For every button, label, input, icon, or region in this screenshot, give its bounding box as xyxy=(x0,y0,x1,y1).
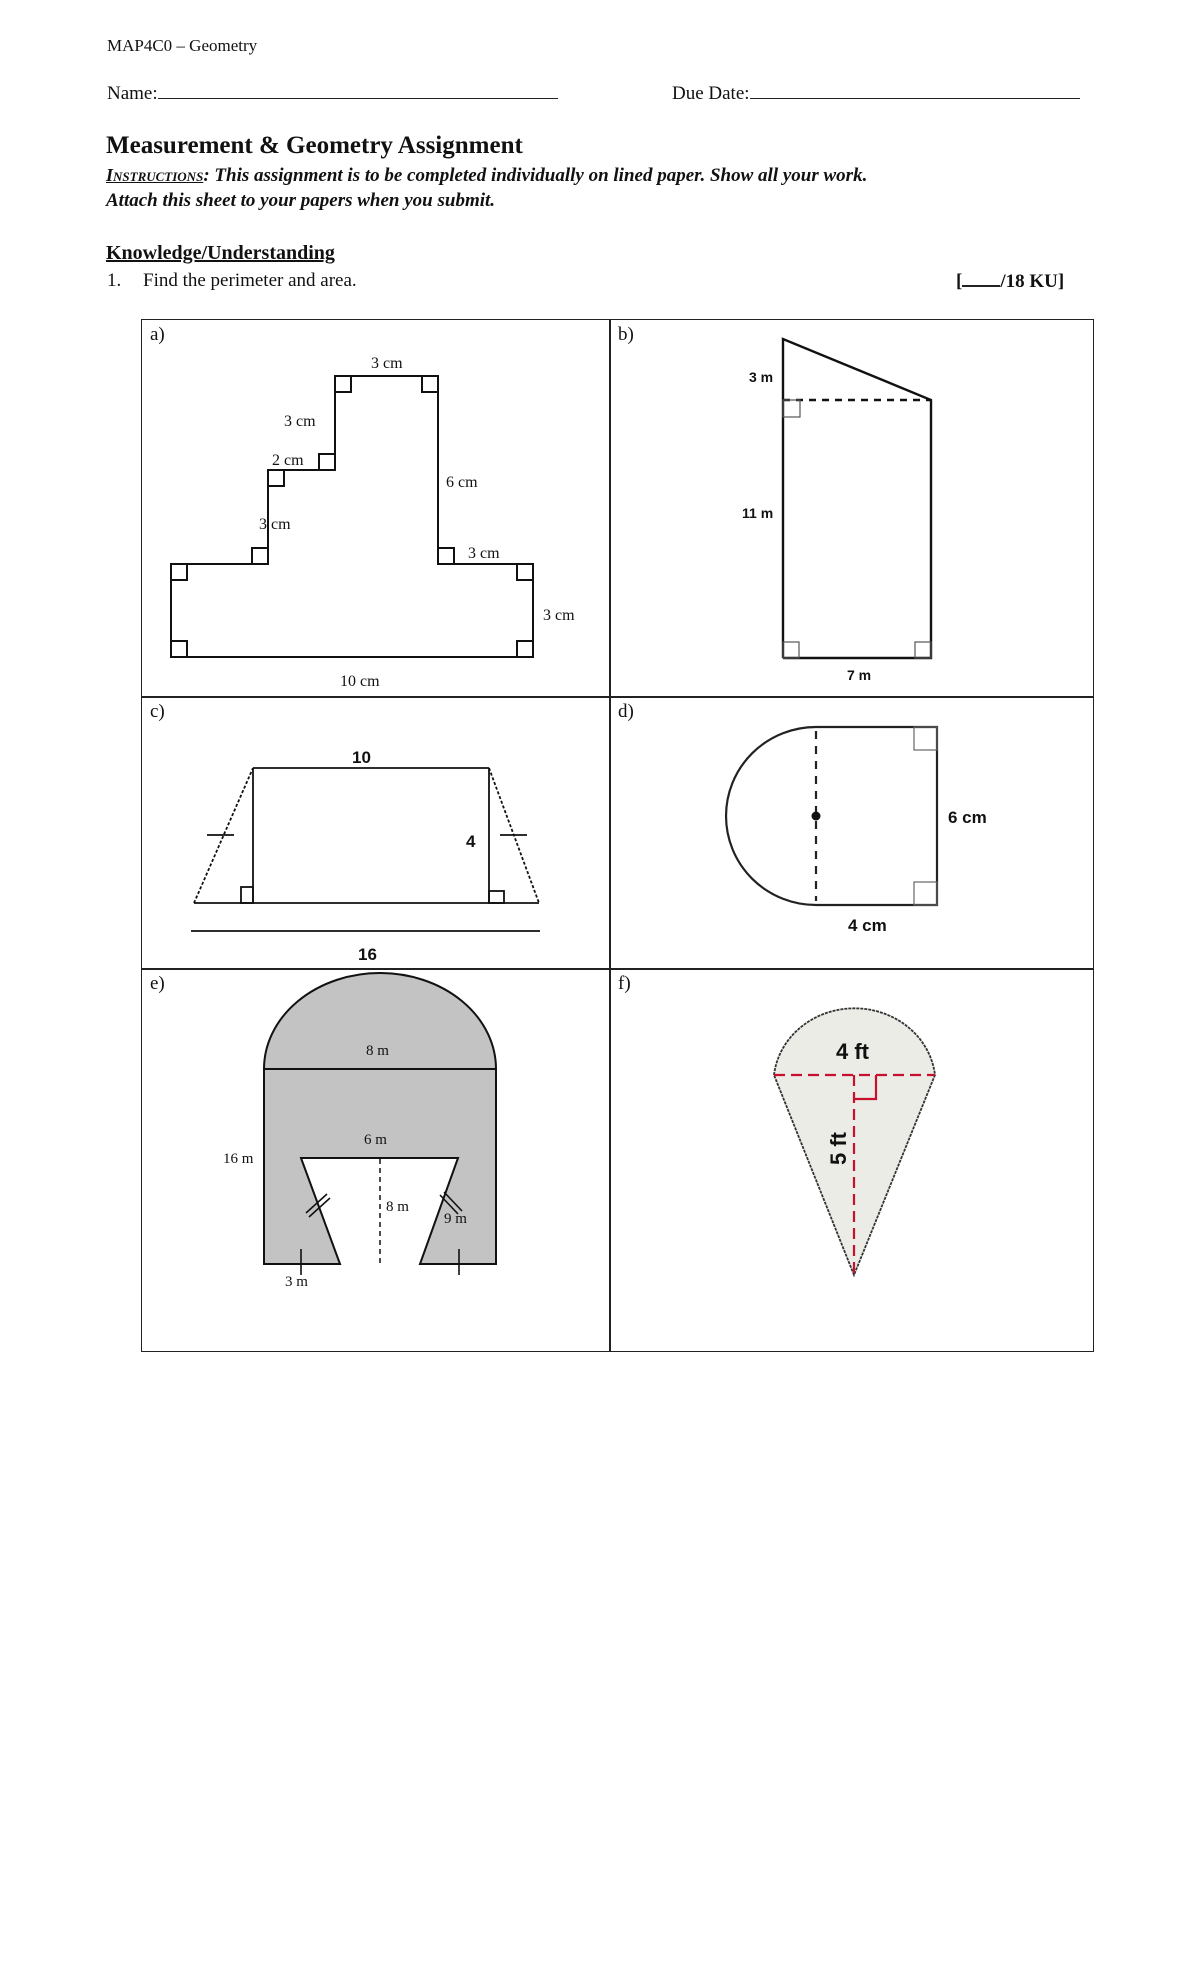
svg-text:3 cm: 3 cm xyxy=(259,516,291,533)
svg-text:4 cm: 4 cm xyxy=(848,916,887,935)
instructions-text-2: Attach this sheet to your papers when yo… xyxy=(106,190,496,211)
svg-text:6 m: 6 m xyxy=(364,1132,387,1148)
instructions: Instructions: This assignment is to be c… xyxy=(106,163,867,213)
svg-text:10: 10 xyxy=(352,748,371,767)
figure-b-shape: 3 m 11 m 7 m xyxy=(742,337,933,683)
page-title: Measurement & Geometry Assignment xyxy=(106,132,523,159)
instructions-label: Instructions xyxy=(106,165,204,185)
row-divider-1 xyxy=(142,696,1093,698)
marks-open-bracket: [ xyxy=(956,271,963,292)
instructions-text-1: : This assignment is to be completed ind… xyxy=(203,165,868,186)
svg-text:10 cm: 10 cm xyxy=(340,673,380,690)
svg-text:4 ft: 4 ft xyxy=(836,1039,870,1064)
figure-c-label: c) xyxy=(150,701,165,722)
figure-f-cell: f) 4 ft 5 ft xyxy=(610,969,1095,1353)
figure-c-cell: c) 10 4 16 xyxy=(142,697,609,969)
svg-text:16 m: 16 m xyxy=(223,1151,254,1167)
svg-text:8 m: 8 m xyxy=(386,1199,409,1215)
due-date-blank[interactable] xyxy=(749,81,1080,99)
svg-text:9 m: 9 m xyxy=(444,1211,467,1227)
figure-d-cell: d) 6 cm 4 cm xyxy=(610,697,1095,969)
svg-text:3 cm: 3 cm xyxy=(468,545,500,562)
svg-text:2 cm: 2 cm xyxy=(272,452,304,469)
course-header: MAP4C0 – Geometry xyxy=(107,36,258,55)
figure-d-label: d) xyxy=(618,701,634,722)
svg-text:3 cm: 3 cm xyxy=(284,413,316,430)
svg-text:8 m: 8 m xyxy=(366,1043,389,1059)
figure-b-cell: b) 3 m 11 m 7 m xyxy=(610,320,1095,697)
column-divider xyxy=(609,320,611,1351)
figure-a-cell: a) 3 cm 3 cm 2 cm 3 cm 6 c xyxy=(142,320,609,697)
svg-text:16: 16 xyxy=(358,945,377,964)
section-heading: Knowledge/Understanding xyxy=(106,242,335,264)
question-number: 1. xyxy=(107,270,122,291)
figure-b-label: b) xyxy=(618,324,634,345)
question-1: 1. Find the perimeter and area. xyxy=(107,270,357,292)
marks-total: /18 KU] xyxy=(1000,271,1065,292)
figure-d-shape: 6 cm 4 cm xyxy=(724,725,987,935)
figure-f-label: f) xyxy=(618,973,631,994)
figure-f-shape: 4 ft 5 ft xyxy=(773,1007,936,1278)
row-divider-2 xyxy=(142,968,1093,970)
figure-e-shape: 8 m 6 m 16 m 8 m 9 m 3 m xyxy=(223,972,497,1290)
figure-e-cell: e) 8 m 6 m 16 m 8 m 9 m 3 m xyxy=(142,969,609,1353)
dim-a-top: 3 cm xyxy=(371,355,403,372)
name-field[interactable]: Name: xyxy=(107,81,558,105)
svg-text:5 ft: 5 ft xyxy=(826,1131,851,1165)
figure-a-label: a) xyxy=(150,324,165,345)
marks-box: [ /18 KU] xyxy=(956,270,1064,293)
svg-text:3 m: 3 m xyxy=(285,1274,308,1290)
svg-text:7 m: 7 m xyxy=(847,667,871,683)
svg-text:6 cm: 6 cm xyxy=(948,808,987,827)
figure-e-label: e) xyxy=(150,973,165,994)
svg-text:3 cm: 3 cm xyxy=(543,607,575,624)
name-label: Name: xyxy=(107,83,158,104)
figure-a-shape: 3 cm 3 cm 2 cm 3 cm 6 cm 3 cm 3 cm 10 cm xyxy=(170,355,575,690)
due-date-label: Due Date: xyxy=(672,83,750,104)
svg-text:3 m: 3 m xyxy=(749,369,773,385)
marks-blank[interactable] xyxy=(962,270,1001,287)
figures-table: a) 3 cm 3 cm 2 cm 3 cm 6 c xyxy=(141,319,1094,1352)
figure-c-shape: 10 4 16 xyxy=(191,748,540,964)
svg-text:11 m: 11 m xyxy=(742,505,773,521)
due-date-field[interactable]: Due Date: xyxy=(672,81,1080,105)
svg-text:6 cm: 6 cm xyxy=(446,474,478,491)
question-text: Find the perimeter and area. xyxy=(143,270,357,291)
name-blank[interactable] xyxy=(157,81,558,99)
svg-text:4: 4 xyxy=(466,832,476,851)
